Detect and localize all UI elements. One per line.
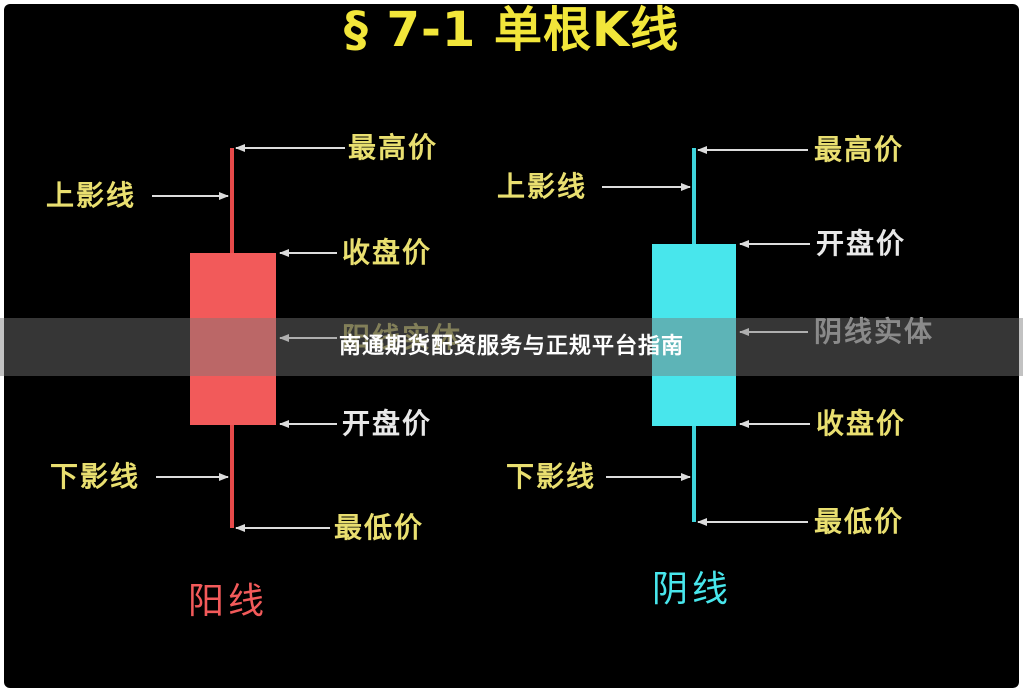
label-bullish-body: 阳线实体 — [342, 321, 463, 354]
label-bullish-lower-shadow: 下影线 — [50, 460, 141, 493]
page-title: § 7-1 单根K线 — [343, 2, 680, 58]
bullish-body — [190, 253, 276, 425]
overlay-banner-text: 南通期货配资服务与正规平台指南 — [338, 334, 684, 359]
label-bullish-close: 收盘价 — [342, 236, 433, 269]
bearish-body — [652, 244, 736, 426]
slide-background — [4, 4, 1019, 688]
caption-bullish: 阳线 — [188, 581, 269, 622]
bearish-arrows — [602, 146, 810, 526]
label-bearish-high: 最高价 — [814, 133, 905, 166]
label-bearish-open: 开盘价 — [816, 227, 907, 260]
overlay-banner — [0, 318, 1023, 376]
label-bullish-open: 开盘价 — [342, 407, 433, 440]
bearish-candle — [652, 148, 736, 522]
bullish-candle — [190, 148, 276, 528]
label-bullish-low: 最低价 — [334, 511, 425, 544]
label-bullish-upper-shadow: 上影线 — [46, 179, 137, 212]
bullish-arrows — [152, 144, 345, 532]
caption-bearish: 阴线 — [652, 569, 733, 610]
label-bearish-low: 最低价 — [814, 505, 905, 538]
label-bearish-lower-shadow: 下影线 — [506, 460, 597, 493]
label-bearish-close: 收盘价 — [816, 407, 907, 440]
label-bullish-high: 最高价 — [348, 131, 439, 164]
label-bearish-upper-shadow: 上影线 — [497, 170, 588, 203]
label-bearish-body: 阴线实体 — [814, 315, 935, 348]
